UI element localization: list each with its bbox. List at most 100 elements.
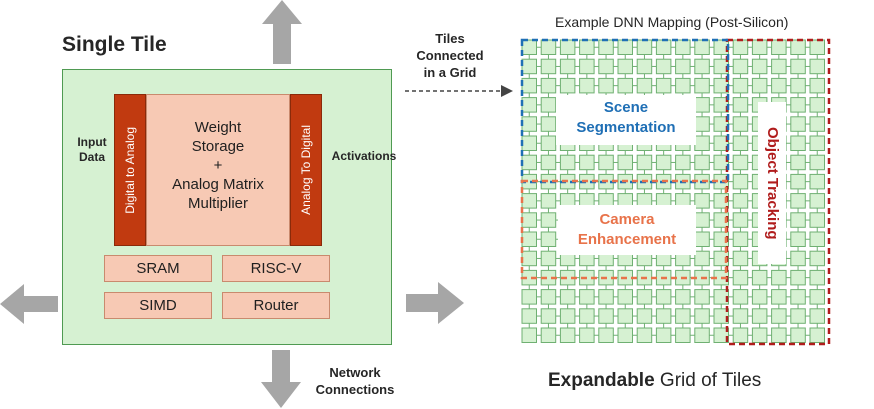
grid-tile — [751, 289, 768, 305]
grid-tile — [559, 39, 576, 55]
grid-tile — [521, 212, 537, 228]
grid-tile — [771, 269, 787, 286]
grid-tile — [809, 97, 825, 113]
down-arrow-icon — [261, 350, 301, 408]
grid-tile — [636, 58, 653, 75]
grid-tile — [655, 58, 672, 75]
grid-tile — [540, 231, 557, 247]
grid-tile — [521, 193, 537, 209]
grid-tile — [617, 77, 633, 94]
grid-tile — [521, 58, 537, 75]
grid-tile — [540, 77, 557, 94]
grid-tile — [694, 135, 710, 151]
grid-tile — [559, 77, 576, 94]
grid-tile — [694, 308, 710, 324]
grid-tile — [675, 327, 691, 343]
camera-enhancement-label: Camera Enhancement — [558, 210, 696, 250]
grid-tile — [790, 231, 806, 247]
grid-tile — [694, 39, 710, 55]
grid-tile — [636, 308, 653, 324]
grid-tile — [521, 308, 537, 324]
grid-tile — [636, 39, 653, 55]
grid-footer-title: Expandable Grid of Tiles — [548, 370, 761, 392]
grid-tile — [809, 327, 825, 343]
input-data-label: Input Data — [72, 135, 112, 165]
grid-tile — [540, 97, 557, 113]
grid-tile — [751, 77, 768, 94]
grid-tile — [598, 39, 614, 55]
left-arrow-icon — [0, 284, 58, 324]
grid-tile — [598, 58, 614, 75]
grid-tile — [694, 231, 710, 247]
grid-tile — [732, 193, 749, 209]
network-connections-line: Connections — [315, 382, 395, 397]
core-line: + — [213, 157, 223, 174]
grid-tile — [809, 193, 825, 209]
grid-tile — [579, 289, 595, 305]
grid-tile — [809, 58, 825, 75]
grid-tile — [579, 58, 595, 75]
grid-tile — [655, 327, 672, 343]
scene-label-box — [556, 95, 696, 145]
grid-tile — [732, 231, 749, 247]
grid-tile — [771, 58, 787, 75]
grid-tile — [694, 212, 710, 228]
grid-tile — [540, 289, 557, 305]
tiles-connected-line: Connected — [416, 48, 484, 63]
network-connections-label: Network Connections — [310, 364, 400, 398]
grid-tile — [655, 39, 672, 55]
grid-tile — [521, 97, 537, 113]
grid-tile — [790, 58, 806, 75]
footer-bold: Expandable — [548, 370, 655, 391]
grid-tile — [809, 173, 825, 190]
grid-tile — [675, 77, 691, 94]
grid-tile — [540, 58, 557, 75]
grid-tile — [521, 231, 537, 247]
grid-tile — [790, 39, 806, 55]
grid-tile — [732, 116, 749, 132]
scene-segmentation-label: Scene Segmentation — [556, 98, 696, 138]
grid-tile — [809, 308, 825, 324]
grid-tile — [809, 212, 825, 228]
grid-tile — [540, 135, 557, 151]
grid-tile — [790, 289, 806, 305]
grid-tile — [636, 77, 653, 94]
grid-tile — [771, 77, 787, 94]
analog-core-block: Weight Storage + Analog Matrix Multiplie… — [146, 94, 290, 246]
digital-to-analog-bar: Digital to Analog — [114, 94, 146, 246]
grid-tile — [617, 58, 633, 75]
simd-block: SIMD — [104, 292, 212, 319]
grid-tile — [732, 154, 749, 171]
grid-tile — [790, 250, 806, 267]
core-line: Weight — [194, 119, 242, 136]
grid-tile — [617, 154, 633, 171]
grid-tile — [521, 116, 537, 132]
grid-tile — [771, 308, 787, 324]
input-data-line: Data — [78, 150, 105, 164]
grid-tile — [732, 135, 749, 151]
grid-tile — [732, 327, 749, 343]
grid-tile — [732, 173, 749, 190]
grid-tile — [694, 58, 710, 75]
camera-line: Enhancement — [577, 231, 677, 248]
object-label-box — [758, 102, 786, 264]
grid-tile — [694, 97, 710, 113]
grid-tile — [655, 154, 672, 171]
network-connections-line: Network — [329, 365, 381, 380]
grid-caption: Example DNN Mapping (Post-Silicon) — [555, 14, 789, 30]
core-line: Analog Matrix — [172, 176, 264, 193]
grid-tile — [617, 39, 633, 55]
grid-tile — [790, 173, 806, 190]
grid-tile — [617, 327, 633, 343]
grid-tile — [790, 77, 806, 94]
grid-tile — [521, 250, 537, 267]
core-text: Weight Storage + Analog Matrix Multiplie… — [147, 118, 289, 213]
grid-tile — [559, 154, 576, 171]
grid-tile — [809, 289, 825, 305]
grid-tile — [790, 97, 806, 113]
grid-tile — [732, 39, 749, 55]
grid-tile — [598, 77, 614, 94]
grid-tile — [751, 39, 768, 55]
grid-tile — [790, 212, 806, 228]
core-line: Multiplier — [187, 195, 248, 212]
